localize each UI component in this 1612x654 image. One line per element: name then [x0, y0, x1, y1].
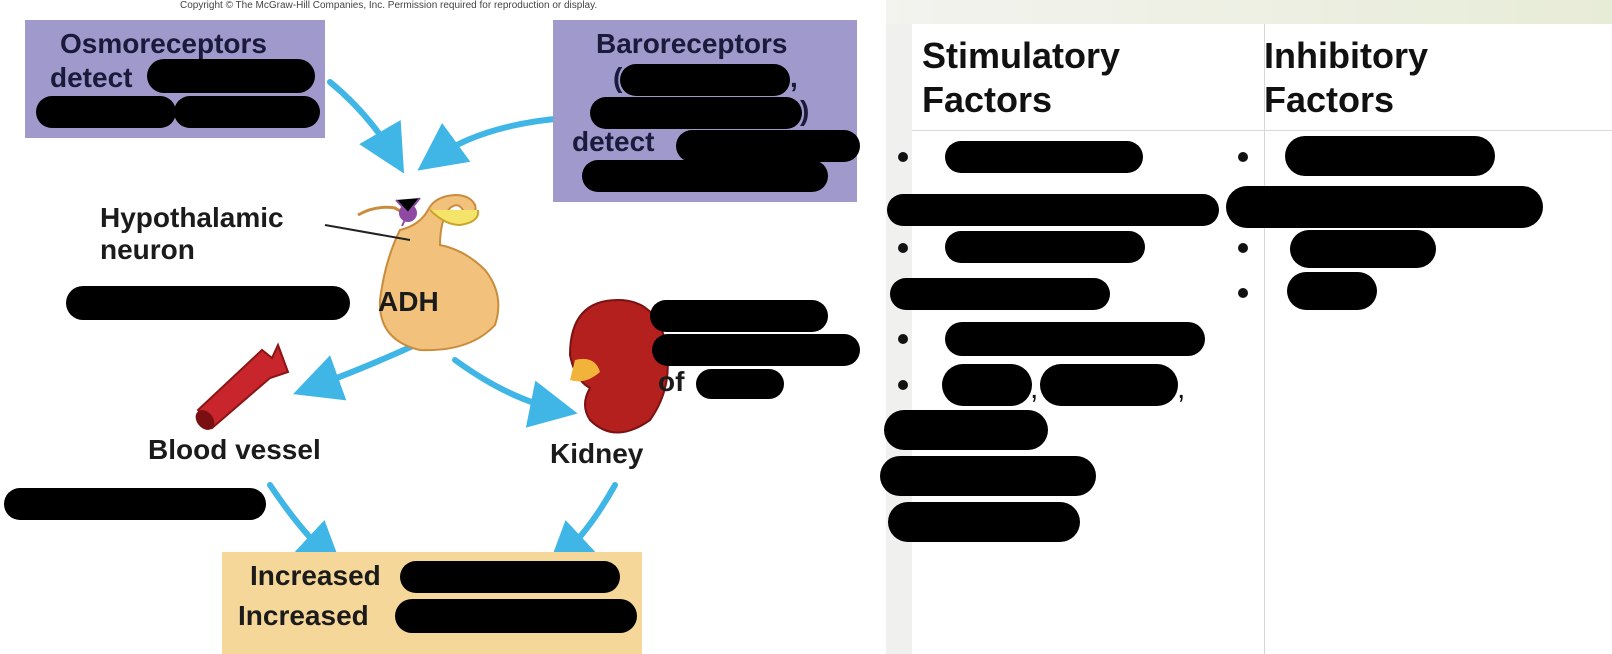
- bullet-dot: [1238, 288, 1248, 298]
- redaction: [147, 59, 315, 93]
- factors-table: Stimulatory Factors Inhibitory Factors: [912, 24, 1612, 654]
- redaction: [582, 160, 828, 192]
- header-inhibitory-line2: Factors: [1264, 79, 1395, 120]
- neuron-pointer-line: [324, 224, 411, 241]
- bullet-dot: [1238, 243, 1248, 253]
- osmoreceptors-detect: detect: [50, 62, 133, 93]
- panel-top-bar: [886, 0, 1612, 24]
- redaction: [650, 300, 828, 332]
- redaction: [590, 97, 802, 129]
- redaction: [1285, 136, 1495, 176]
- redaction: [4, 488, 266, 520]
- factors-panel: Stimulatory Factors Inhibitory Factors: [886, 0, 1612, 654]
- arrow-adh-to-vessel: [293, 342, 418, 401]
- baroreceptors-open-paren: (: [613, 62, 623, 93]
- bullet-dot: [898, 243, 908, 253]
- osmoreceptors-title: Osmoreceptors: [60, 28, 267, 59]
- kidney-label: Kidney: [550, 438, 644, 469]
- baroreceptors-detect: detect: [572, 126, 655, 157]
- bullet-dot: [898, 380, 908, 390]
- redaction: [66, 286, 350, 320]
- kidney-of-label: of: [658, 366, 685, 397]
- redaction: [942, 364, 1032, 406]
- arrow-baro-to-neuron: [417, 115, 568, 171]
- baroreceptors-comma: ,: [790, 62, 798, 93]
- arrow-vessel-to-result: [267, 482, 344, 571]
- comma: ,: [1030, 372, 1039, 405]
- kidney-illustration: [568, 298, 669, 434]
- copyright-notice: Copyright © The McGraw-Hill Companies, I…: [180, 0, 598, 11]
- arrow-kidney-to-result: [546, 482, 618, 571]
- redaction: [884, 410, 1048, 450]
- redaction: [676, 130, 860, 162]
- redaction: [1287, 272, 1377, 310]
- result-line1: Increased: [250, 560, 381, 591]
- redaction: [888, 502, 1080, 542]
- redaction: [652, 334, 860, 366]
- column-divider: [1264, 24, 1265, 654]
- hypothalamic-neuron-label-line1: Hypothalamic: [100, 202, 284, 233]
- redaction: [1226, 186, 1543, 228]
- blood-vessel-label: Blood vessel: [148, 434, 321, 465]
- redaction: [1290, 230, 1436, 268]
- redaction: [945, 141, 1143, 173]
- adh-label: ADH: [378, 286, 439, 317]
- header-row-divider: [912, 130, 1612, 131]
- header-inhibitory-line1: Inhibitory: [1264, 35, 1428, 76]
- redaction: [174, 96, 320, 128]
- redaction: [945, 231, 1145, 263]
- bullet-dot: [1238, 152, 1248, 162]
- redaction: [890, 278, 1110, 310]
- baroreceptors-title: Baroreceptors: [596, 28, 788, 59]
- baroreceptors-close-paren: ): [800, 95, 810, 126]
- comma: ,: [1177, 372, 1186, 405]
- result-line2: Increased: [238, 600, 369, 631]
- blood-vessel-illustration: [195, 342, 290, 430]
- redaction: [880, 456, 1096, 496]
- header-stimulatory-line2: Factors: [922, 79, 1053, 120]
- bullet-dot: [898, 334, 908, 344]
- header-stimulatory-line1: Stimulatory: [922, 35, 1121, 76]
- redaction: [395, 599, 637, 633]
- pituitary-gland-illustration: [357, 193, 500, 352]
- redaction: [400, 561, 620, 593]
- redaction: [36, 96, 176, 128]
- redaction: [945, 322, 1205, 356]
- hypothalamic-neuron-label-line2: neuron: [100, 234, 195, 265]
- redaction: [696, 369, 784, 399]
- arrow-osmo-to-neuron: [327, 79, 405, 174]
- arrow-adh-to-kidney: [452, 357, 578, 428]
- redaction: [1040, 364, 1178, 406]
- redaction: [620, 64, 790, 96]
- bullet-dot: [898, 152, 908, 162]
- redaction: [887, 194, 1219, 226]
